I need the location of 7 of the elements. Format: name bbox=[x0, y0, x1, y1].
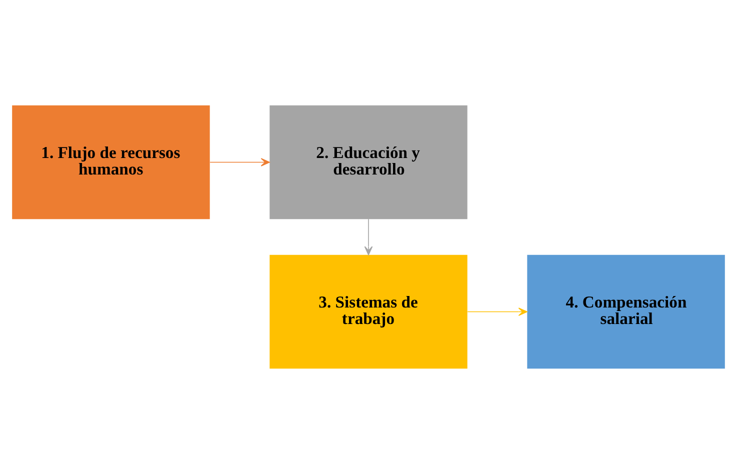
node-box: 2. Educación y desarrollo bbox=[270, 105, 468, 220]
arrow bbox=[364, 218, 373, 256]
node-box: 3. Sistemas de trabajo bbox=[270, 254, 468, 369]
arrow bbox=[467, 308, 528, 316]
node-box: 1. Flujo de recursos humanos bbox=[12, 105, 210, 220]
arrow bbox=[210, 158, 270, 166]
node-box: 4. Compensación salarial bbox=[527, 254, 725, 369]
